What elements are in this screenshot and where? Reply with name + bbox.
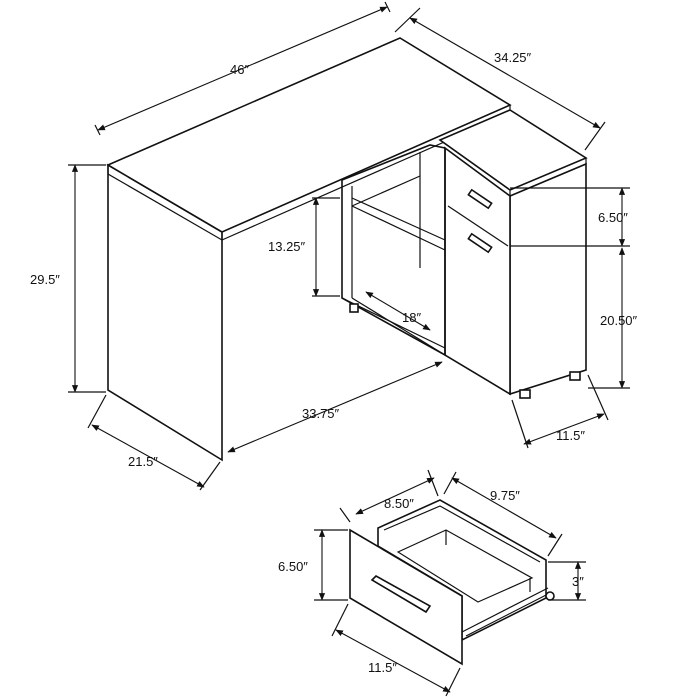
label-drawer-height: 6.50″ bbox=[598, 210, 628, 225]
label-drawer-front-width: 11.5″ bbox=[368, 660, 397, 675]
desk-drawing bbox=[106, 37, 588, 462]
dim-line-drawer-inner-depth bbox=[451, 477, 557, 539]
cabinet-front bbox=[444, 146, 511, 396]
dim-line-drawer-front-width bbox=[335, 629, 451, 693]
label-cabinet-depth: 11.5″ bbox=[556, 428, 585, 443]
cabinet-side bbox=[509, 162, 587, 396]
dim-line-width-top bbox=[97, 6, 388, 131]
label-front-width: 33.75″ bbox=[302, 406, 340, 421]
open-shelf-unit bbox=[341, 144, 446, 357]
label-shelf-depth: 18″ bbox=[402, 310, 421, 325]
dim-line-cabinet-depth bbox=[523, 413, 605, 445]
dim-line-drawer-inner-width bbox=[355, 477, 435, 515]
dim-line-side-depth bbox=[91, 424, 205, 488]
label-cabinet-height: 20.50″ bbox=[600, 313, 638, 328]
label-drawer-inner-height: 3″ bbox=[572, 574, 584, 589]
drawer-drawing bbox=[349, 499, 555, 666]
dim-line-shelf-depth bbox=[365, 291, 431, 331]
label-height: 29.5″ bbox=[30, 272, 60, 287]
label-drawer-inner-width: 8.50″ bbox=[384, 496, 414, 511]
label-shelf-height: 13.25″ bbox=[268, 239, 306, 254]
label-drawer-inner-depth: 9.75″ bbox=[490, 488, 520, 503]
label-drawer-front-height: 6.50″ bbox=[278, 559, 308, 574]
dim-line-return-depth bbox=[409, 17, 601, 129]
dim-line-front-width bbox=[227, 361, 443, 453]
drawer-front-handle bbox=[370, 575, 432, 614]
drawer-handle bbox=[467, 188, 493, 210]
desk-dimensions bbox=[68, 1, 630, 491]
door-handle bbox=[467, 232, 493, 254]
label-width-top: 46″ bbox=[230, 62, 249, 77]
drawer-dimensions bbox=[314, 469, 586, 697]
label-return-depth: 34.25″ bbox=[494, 50, 532, 65]
label-side-depth: 21.5″ bbox=[128, 454, 158, 469]
